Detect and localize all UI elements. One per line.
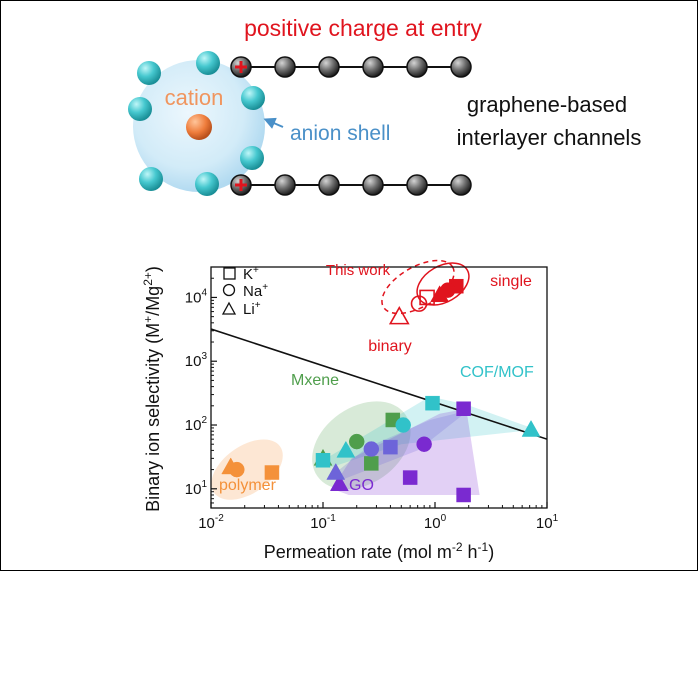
annotation-binary: binary — [368, 338, 412, 355]
point-go-slate-triangle-2 — [326, 463, 346, 480]
legend: K+ Na+ Li+ — [221, 265, 268, 318]
point-go-slate-square-0 — [383, 439, 398, 455]
axis-ticks: 10-2 10-1 100 101 101 102 103 104 — [185, 277, 559, 532]
data-points — [221, 278, 541, 503]
positive-charge-top — [230, 56, 252, 78]
x-tick-label-2: 100 — [424, 513, 447, 532]
point-go-square-1 — [402, 470, 418, 485]
upper-bound-segment — [211, 328, 547, 440]
plot-frame — [210, 266, 548, 509]
point-polymer-triangle-2 — [221, 457, 241, 475]
anion-spheres — [128, 51, 265, 196]
channel-label-line2: interlayer channels — [457, 125, 642, 150]
annotation-polymer: polymer — [219, 477, 277, 494]
point-cof-mof-square-0 — [425, 395, 440, 411]
point-cof-mof-triangle-3 — [336, 440, 356, 458]
anion-shell-label: anion shell — [290, 122, 390, 145]
y-tick-label-3: 104 — [185, 287, 208, 306]
positive-charge-bottom — [230, 174, 252, 196]
point-this-work-binary-circle-1 — [410, 295, 428, 312]
channel-label-line1: graphene-based — [467, 92, 627, 117]
point-go-square-2 — [456, 487, 471, 503]
point-this-work-single-triangle-2 — [430, 285, 450, 303]
y-tick-label-2: 103 — [185, 351, 208, 370]
legend-triangle-icon — [221, 301, 237, 315]
point-mxene-square-1 — [364, 456, 379, 471]
anion-shell-arrow — [263, 117, 284, 129]
single-solid-ellipse — [416, 262, 470, 306]
legend-square-icon — [223, 267, 236, 280]
point-polymer-square-0 — [264, 465, 280, 480]
x-tick-label-0: 10-2 — [198, 513, 224, 532]
y-tick-label-1: 102 — [185, 415, 208, 434]
schematic-title: positive charge at entry — [244, 15, 482, 41]
point-cof-mof-square-4 — [315, 453, 331, 468]
figure-canvas: positive charge at entry — [128, 15, 641, 562]
selectivity-chart: 10-2 10-1 100 101 101 102 103 104 This work sin… — [141, 259, 559, 562]
figure-frame: positive charge at entry — [0, 0, 698, 571]
y-axis-label: Binary ion selectivity (M+/Mg2+) — [141, 266, 163, 512]
x-tick-label-3: 101 — [536, 513, 559, 532]
upper-bound-line — [211, 328, 547, 440]
region-go — [331, 408, 480, 495]
annotation-this-work: This work — [326, 262, 391, 279]
cation-sphere — [186, 114, 212, 140]
legend-k-label: K+ — [243, 265, 259, 283]
cation-label: cation — [165, 85, 224, 110]
top-graphene-chain — [241, 56, 472, 78]
schematic: positive charge at entry — [128, 15, 641, 196]
point-cof-mof-circle-1 — [395, 417, 411, 433]
annotation-single: single — [490, 273, 532, 290]
point-mxene-circle-2 — [348, 433, 365, 450]
x-axis-label: Permeation rate (mol m-2 h-1) — [264, 540, 494, 562]
point-go-circle-3 — [416, 436, 432, 452]
annotation-mxene: Mxene — [291, 372, 339, 389]
point-go-slate-circle-1 — [363, 441, 380, 457]
legend-circle-icon — [222, 283, 236, 297]
annotation-cof-mof: COF/MOF — [460, 364, 534, 381]
bottom-graphene-chain — [241, 174, 472, 196]
point-go-triangle-4 — [329, 474, 349, 491]
region-polymer — [211, 439, 283, 500]
point-this-work-binary-triangle-2 — [388, 306, 410, 325]
point-cof-mof-triangle-2 — [521, 420, 541, 437]
x-tick-label-1: 10-1 — [310, 513, 336, 532]
y-tick-label-0: 101 — [185, 479, 208, 498]
annotation-go: GO — [349, 477, 374, 494]
point-go-square-0 — [456, 401, 471, 416]
legend-na-label: Na+ — [243, 282, 268, 300]
legend-li-label: Li+ — [243, 300, 261, 318]
